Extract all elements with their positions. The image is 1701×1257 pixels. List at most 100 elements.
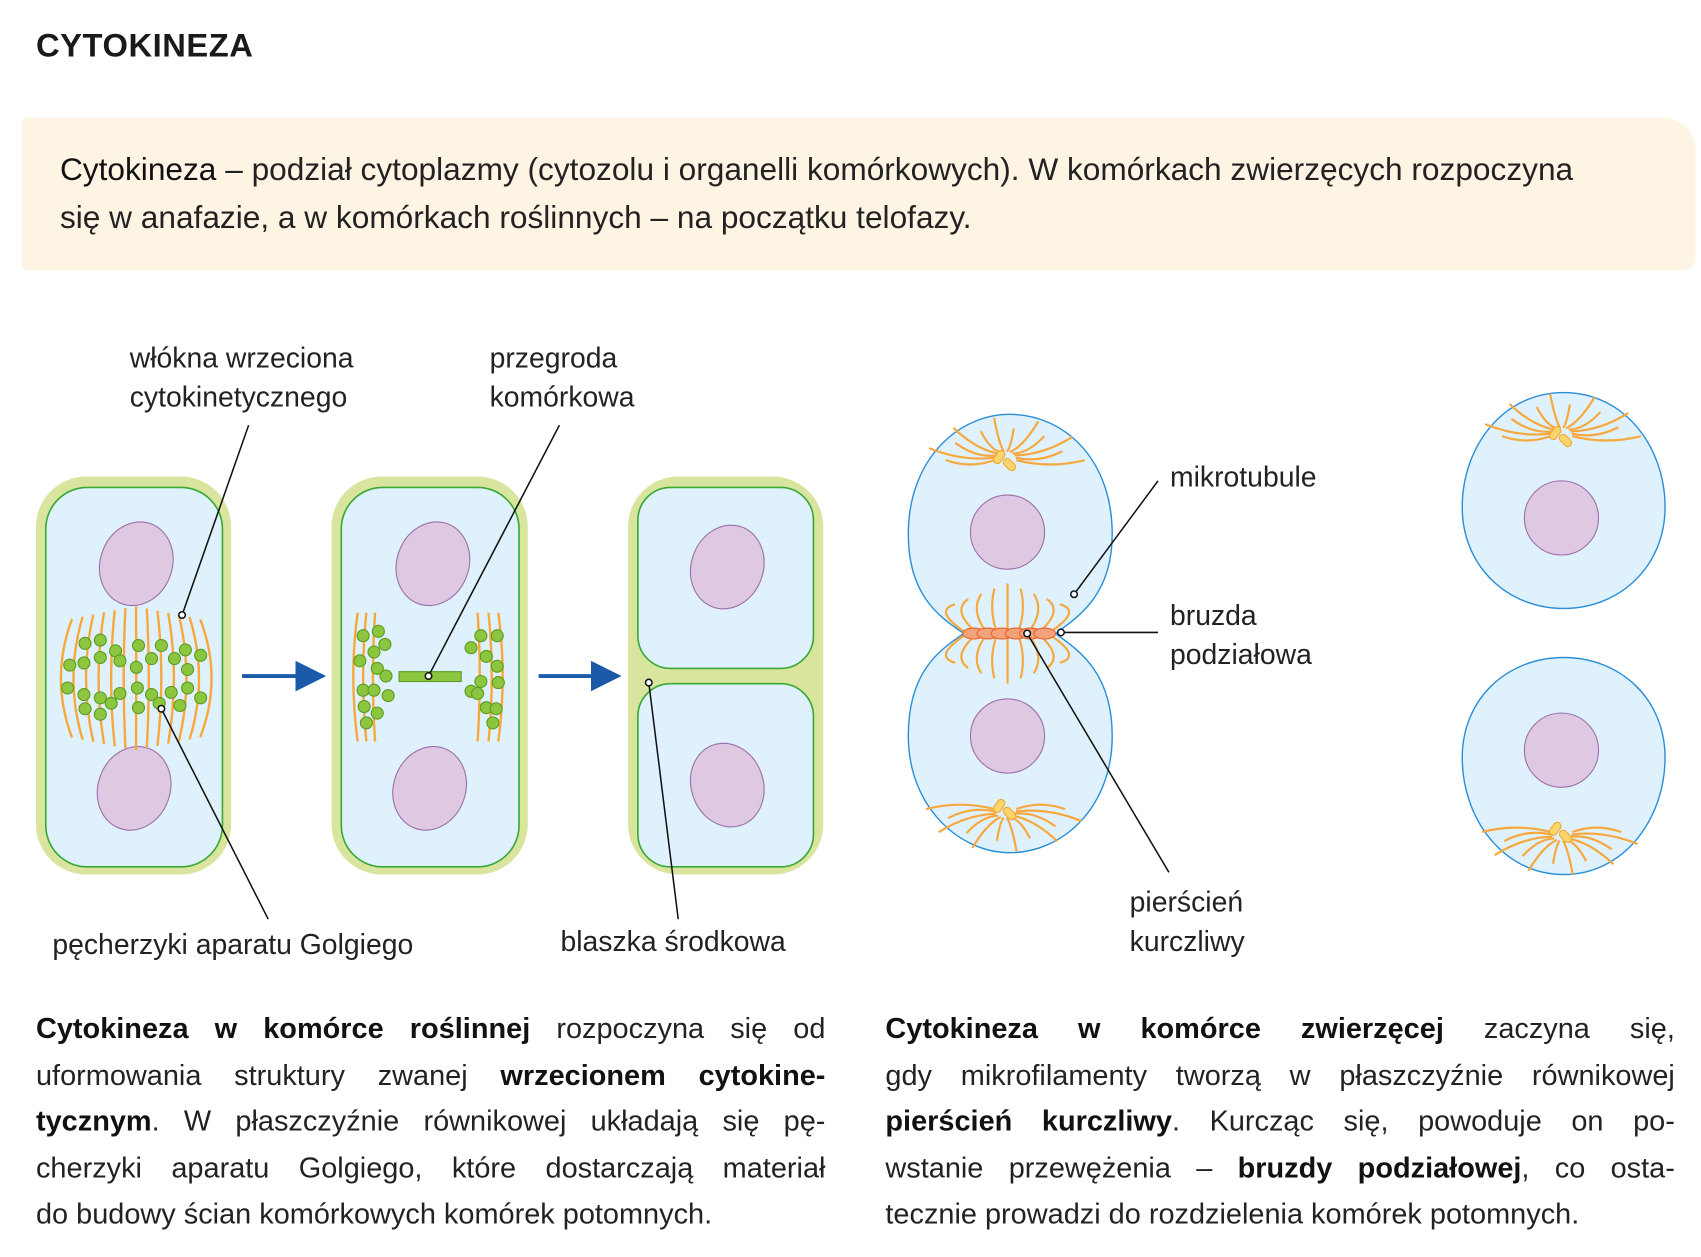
golgi-vesicle [78,636,92,650]
aster-microtubule [1503,831,1552,842]
paragraph-line: cherzyki aparatu Golgiego, które dostarc… [36,1144,825,1190]
golgi-vesicle [78,702,92,716]
golgi-vesicle [194,648,208,662]
text-segment: gdy mikrofilamenty tworzą w płaszczyźnie… [885,1058,1675,1091]
spindle-fiber [177,614,188,742]
golgi-vesicle [145,652,159,666]
label-line: włókna wrzeciona [129,341,354,375]
golgi-vesicle [77,656,91,670]
aster-microtubule [1568,411,1602,431]
golgi-vesicle [489,702,503,716]
aster-microtubule [1009,420,1040,454]
golgi-vesicle [194,691,208,705]
bold-term: tycznym [35,1104,152,1138]
label-golgi-vesicles: pęcherzyki aparatu Golgiego [52,927,414,961]
golgi-vesicle [113,654,127,668]
golgi-vesicle [113,686,127,701]
animal-cytokinesis-paragraph: Cytokineza w komórce zwierzęcej zaczyna … [885,1005,1674,1237]
golgi-vesicle [381,689,395,703]
golgi-vesicle [93,633,107,647]
label-middle-lamella: blaszka środkowa [560,924,786,958]
contractile-ring [962,627,1057,640]
text-segment: zaczyna się, [1443,1011,1675,1045]
golgi-vesicle [370,706,384,720]
aster-microtubule [1494,835,1553,857]
spindle-fiber [199,618,213,738]
aster-microtubule [947,808,996,820]
text-segment: cherzyki aparatu Golgiego, które dostarc… [35,1150,826,1184]
aster-microtubule [971,816,1002,849]
bold-term: Cytokineza w komórce zwierzęcej [885,1011,1444,1045]
golgi-vesicle [486,716,500,730]
golgi-vesicle [93,691,107,705]
definition-text: Cytokineza – podział cytoplazmy (cytozol… [60,146,1608,242]
bold-term: pierścień kurczliwy [885,1104,1172,1138]
golgi-vesicle [130,681,144,695]
nucleus [395,521,471,607]
aster-microtubule [1568,837,1615,866]
paragraph-line: wstanie przewężenia – bruzdy podziałowej… [885,1144,1674,1190]
aster-microtubule [937,812,997,834]
label-line: przegroda [489,341,618,375]
golgi-vesicle [471,686,485,701]
text-segment: do budowy ścian komórkowych komórek poto… [35,1197,713,1230]
bold-term: wrzecionem cytokine- [500,1058,826,1091]
golgi-vesicle [131,701,146,715]
aster-microtubule [1572,435,1642,442]
golgi-vesicle [474,674,488,689]
aster-microtubule [952,427,999,455]
bold-term: Cytokineza w komórce roślinnej [35,1011,531,1045]
golgi-vesicle [93,707,107,721]
golgi-vesicle [367,683,381,697]
spindle-fiber [166,612,176,744]
paragraph-line: Cytokineza w komórce zwierzęcej zaczyna … [885,1005,1674,1051]
aster-microtubule [1570,412,1629,433]
aster-microtubule [965,814,999,835]
spindle-fiber [59,618,74,738]
paragraph-line: tecznie prowadzi do rozdzielenia komórek… [885,1191,1674,1237]
spindle-fiber [84,614,95,743]
golgi-vesicle [379,669,393,683]
aster-microtubule [1015,459,1085,466]
microtubule [944,603,967,634]
golgi-vesicle [129,660,143,674]
aster-microtubule [1571,832,1639,846]
text-segment: rozpoczyna się od [530,1011,826,1045]
golgi-vesicle [367,645,381,659]
cytoplasm [44,486,224,868]
nucleus [1523,480,1600,556]
centriole-icon [992,798,1006,813]
nucleus [96,746,172,831]
aster-microtubule [1015,450,1063,461]
definition-banner [21,117,1696,271]
golgi-vesicle [370,661,384,675]
golgi-vesicle [359,716,373,730]
centriole-icon [1549,425,1562,441]
spindle-fiber [97,612,106,745]
paragraph-line: Cytokineza w komórce roślinnej rozpoczyn… [36,1005,825,1051]
label-microtubules: mikrotubule [1169,460,1317,493]
aster-microtubule [1549,393,1561,429]
spindle-fiber [188,616,201,740]
golgi-vesicle [357,700,371,714]
label-line: cytokinetycznego [129,380,348,414]
aster-microtubule [1551,839,1561,864]
label-line: pierścień [1129,885,1244,919]
aster-microtubule [1481,826,1551,834]
golgi-vesicle [181,681,195,695]
aster-microtubule [928,447,996,460]
centriole-icon [1558,829,1573,844]
aster-microtubule [1565,396,1596,430]
aster-microtubule [1006,428,1015,453]
text-segment: . W płaszczyźnie równikowej układają się… [151,1104,826,1138]
golgi-vesicle [167,652,182,666]
spindle-fiber [156,610,163,746]
aster-microtubule [1571,426,1620,437]
golgi-vesicle [371,624,385,638]
nucleus [1523,712,1600,788]
animal-daughter-cell-bottom [1461,656,1666,876]
